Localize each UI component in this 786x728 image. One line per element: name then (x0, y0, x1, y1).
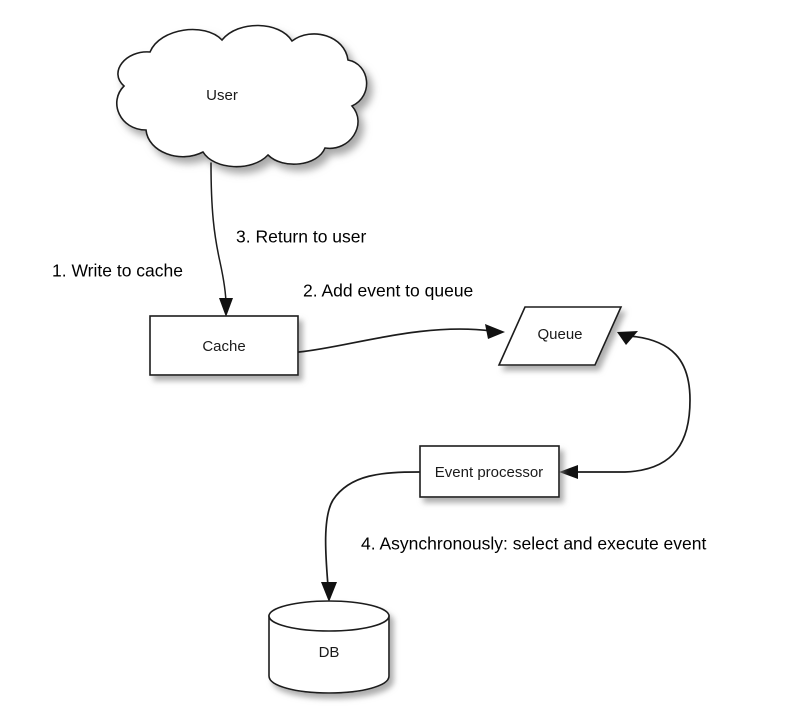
edge-queue-event-processor-path (571, 335, 691, 473)
node-event-processor[interactable]: Event processor (419, 445, 560, 498)
node-queue[interactable]: Queue (497, 306, 623, 366)
edge-cache-to-queue-arrowhead (485, 324, 505, 339)
edge-cache-to-queue[interactable] (298, 324, 505, 353)
node-event-processor-label: Event processor (435, 464, 543, 481)
step-label-3: 3. Return to user (236, 227, 367, 247)
event-processor-shape (419, 445, 560, 498)
edge-cache-to-queue-path (298, 328, 493, 353)
edge-user-to-cache-arrowhead (219, 298, 233, 317)
edge-event-processor-to-db[interactable] (321, 471, 420, 602)
queue-shape (497, 306, 623, 366)
edge-user-to-cache[interactable] (210, 162, 233, 317)
edge-queue-arrowhead (617, 331, 638, 345)
node-cache-label: Cache (202, 338, 245, 355)
step-label-4: 4. Asynchronously: select and execute ev… (361, 534, 706, 554)
step-label-1: 1. Write to cache (52, 261, 183, 281)
node-user[interactable]: User (116, 24, 368, 168)
edge-event-processor-to-db-arrowhead (321, 582, 337, 602)
db-top-ellipse (268, 600, 390, 632)
node-db-label: DB (319, 644, 340, 661)
cache-shape (149, 315, 299, 376)
edge-event-processor-to-db-path (324, 471, 420, 587)
node-user-label: User (206, 87, 238, 104)
edge-queue-event-processor[interactable] (559, 331, 691, 479)
db-body (268, 615, 390, 694)
step-label-2: 2. Add event to queue (303, 281, 473, 301)
edge-event-processor-arrowhead (559, 465, 578, 479)
node-db[interactable]: DB (268, 600, 390, 694)
cloud-shape (116, 24, 368, 168)
edge-user-to-cache-path (210, 162, 227, 306)
node-cache[interactable]: Cache (149, 315, 299, 376)
node-queue-label: Queue (537, 326, 582, 343)
